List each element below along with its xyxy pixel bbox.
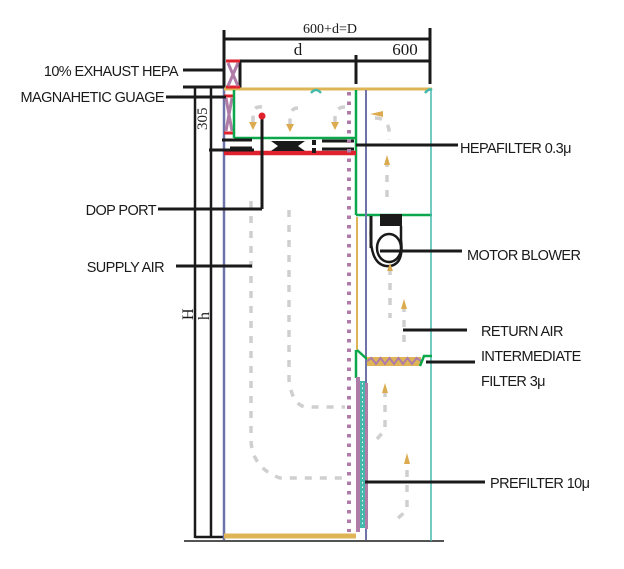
dimension-h-label: h xyxy=(196,312,213,320)
magnahetic-gauge xyxy=(224,94,234,135)
label-motor-blower: MOTOR BLOWER xyxy=(467,248,581,264)
label-intermediate-filter-line2: FILTER 3μ xyxy=(481,374,545,390)
motor-blower xyxy=(369,214,403,268)
dimension-600-label: 600 xyxy=(392,40,418,59)
dop-port xyxy=(258,112,266,209)
label-dop-port: DOP PORT xyxy=(86,203,157,219)
dimension-depth xyxy=(238,55,430,88)
airflow-paths xyxy=(249,105,409,522)
label-return-air: RETURN AIR xyxy=(481,324,563,340)
top-cap-right xyxy=(424,88,433,94)
top-cap xyxy=(310,88,322,94)
exhaust-hepa-filter xyxy=(226,59,240,89)
prefilter xyxy=(356,377,368,532)
dimension-H-label: H xyxy=(180,308,197,320)
dimension-depth-label: d xyxy=(294,40,303,59)
intermediate-filter xyxy=(356,349,432,367)
airflow-arrows xyxy=(249,111,410,464)
label-intermediate-filter-line1: INTERMEDIATE xyxy=(481,349,582,365)
dimension-305-label: 305 xyxy=(195,108,211,131)
label-prefilter: PREFILTER 10μ xyxy=(490,476,590,492)
plenum-frame xyxy=(232,90,432,378)
label-exhaust-hepa: 10% EXHAUST HEPA xyxy=(44,64,179,80)
dimension-overall xyxy=(222,28,432,88)
leader-lines xyxy=(158,68,485,484)
label-hepa-filter: HEPAFILTER 0.3μ xyxy=(460,141,571,157)
dimension-overall-label: 600+d=D xyxy=(303,22,357,37)
label-supply-air: SUPPLY AIR xyxy=(87,260,164,276)
label-magnahetic-guage: MAGNAHETIC GUAGE xyxy=(21,90,165,106)
